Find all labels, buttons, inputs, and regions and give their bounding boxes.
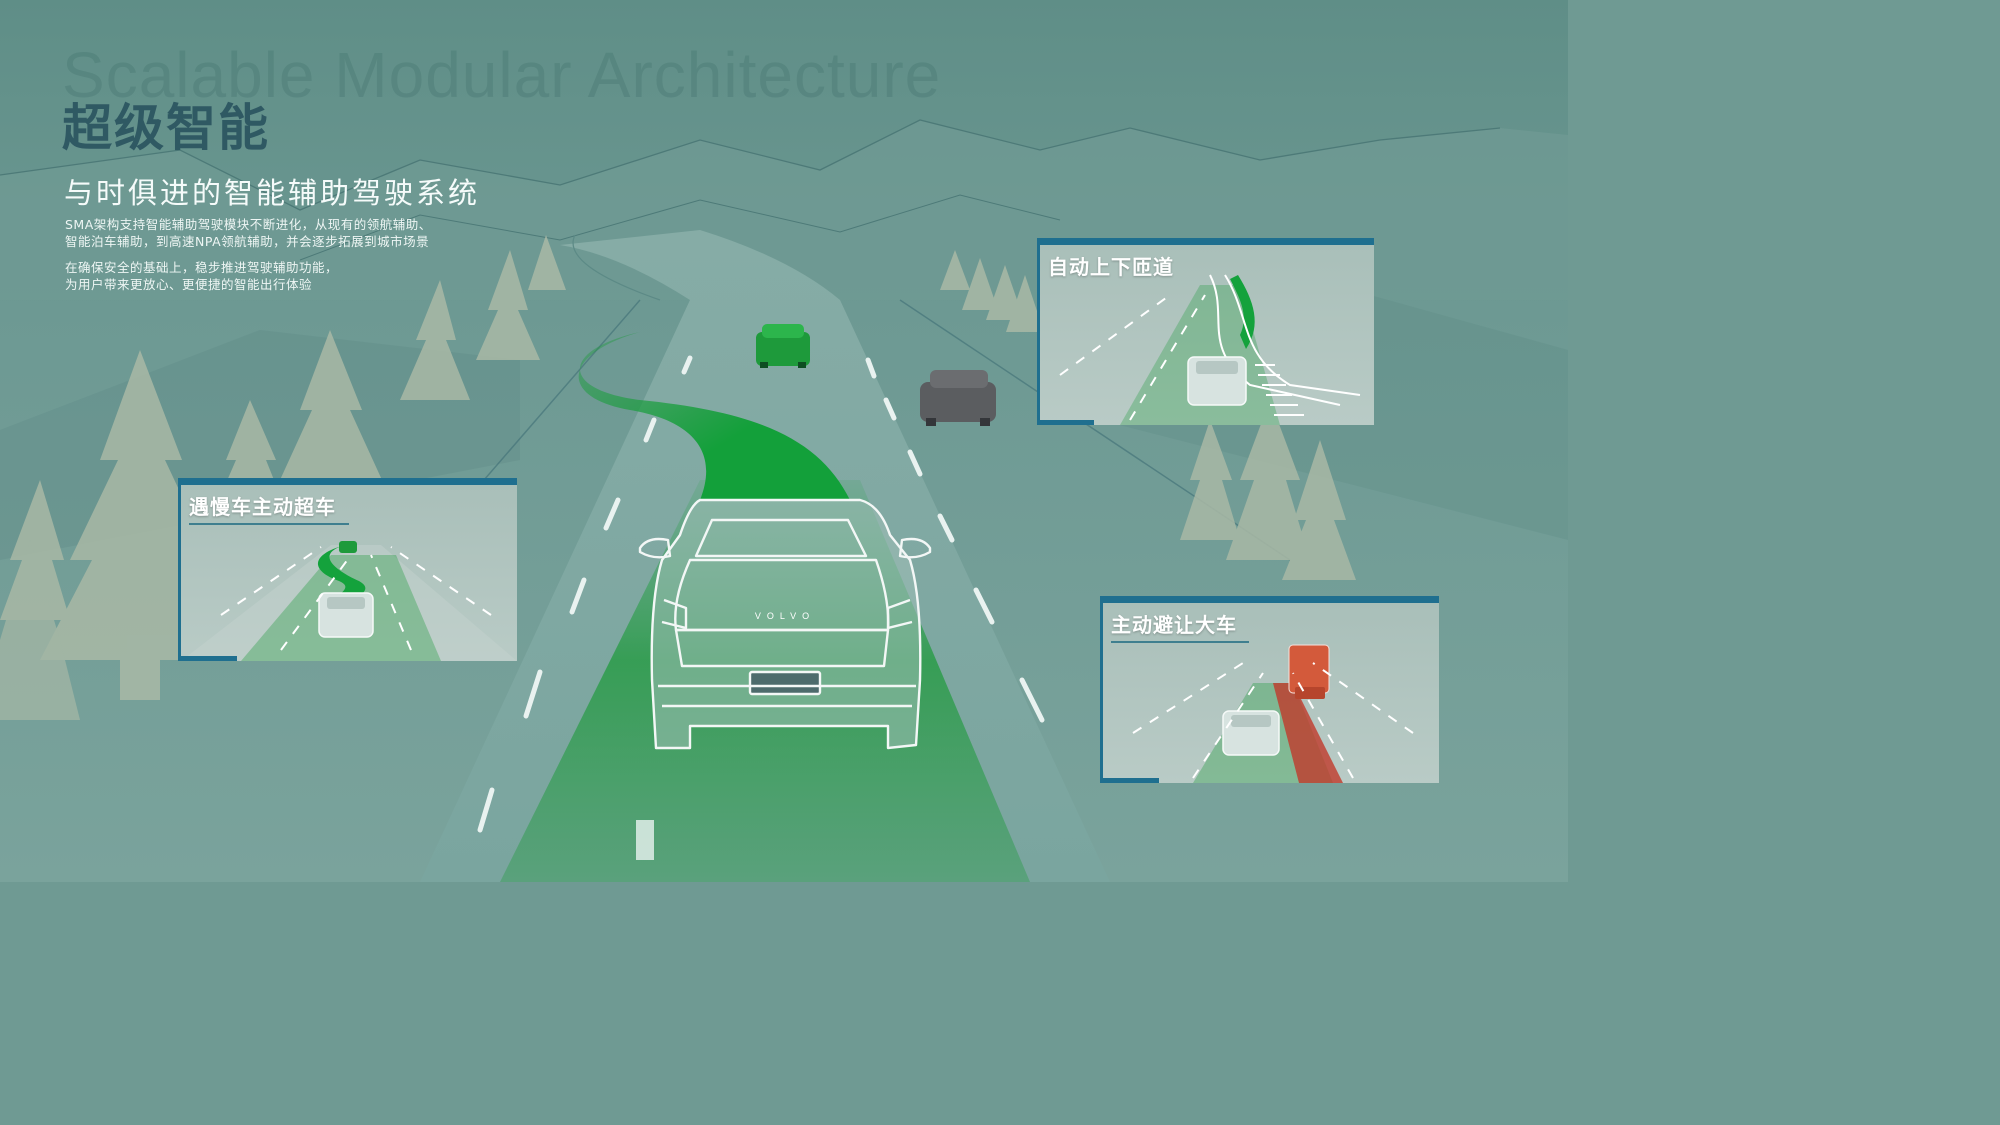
watermark-text: Scalable Modular Architecture [62, 39, 942, 111]
overtake-path [578, 332, 850, 500]
ego-suv [638, 498, 932, 750]
panel-label-ramp: 自动上下匝道 [1048, 255, 1174, 279]
description-paragraph-2: 在确保安全的基础上，稳步推进驾驶辅助功能， 为用户带来更放心、更便捷的智能出行体… [65, 260, 339, 292]
page-title: 超级智能 [62, 99, 270, 157]
panel-label-avoid: 主动避让大车 [1111, 613, 1237, 637]
road-white-marker [636, 820, 654, 860]
feature-panel-avoid: 主动避让大车 [1100, 596, 1439, 783]
description-paragraph-1: SMA架构支持智能辅助驾驶模块不断进化，从现有的领航辅助、 智能泊车辅助，到高速… [65, 217, 432, 249]
avoid-truck-illustration [1132, 644, 1414, 783]
scene-stage: VOLVO Scalable Modular Architecture 超级智能… [0, 0, 1568, 882]
adjacent-dark-car [920, 370, 996, 426]
feature-panel-overtake: 遇慢车主动超车 [178, 478, 517, 661]
ramp-illustration [1059, 274, 1361, 425]
lane-markings [477, 355, 1045, 833]
panel-underline [1111, 641, 1249, 643]
panel-accent-bar [1103, 778, 1159, 783]
feature-panel-ramp: 自动上下匝道 [1037, 238, 1374, 425]
car-badge: VOLVO [755, 611, 815, 621]
panel-accent-bar [181, 656, 237, 661]
panel-label-overtake: 遇慢车主动超车 [189, 495, 336, 519]
panel-accent-bar [1040, 420, 1094, 425]
page-subtitle: 与时俱进的智能辅助驾驶系统 [64, 176, 481, 210]
pine-trees-right [940, 250, 1356, 580]
overtake-illustration [181, 541, 517, 661]
panel-underline [189, 523, 349, 525]
lead-green-car [756, 324, 810, 368]
